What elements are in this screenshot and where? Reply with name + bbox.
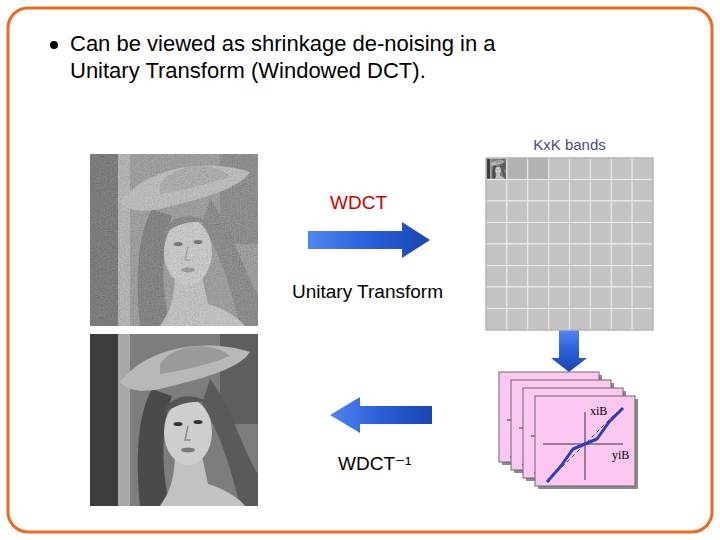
band-cell — [528, 180, 549, 202]
band-cell — [549, 266, 570, 288]
band-cell — [507, 180, 528, 202]
band-cell — [632, 158, 653, 180]
band-cell — [611, 287, 632, 309]
card-stack-art — [499, 372, 639, 488]
band-cell — [590, 158, 611, 180]
slide-border — [8, 8, 712, 532]
band-cell — [528, 266, 549, 288]
slide-title: Can be viewed as shrinkage de-noising in… — [70, 30, 550, 84]
band-cell — [486, 244, 507, 266]
band-cell — [549, 223, 570, 245]
band-cell — [507, 309, 528, 331]
band-cell — [570, 287, 591, 309]
band-thumbnail — [487, 159, 506, 179]
band-cell — [528, 244, 549, 266]
band-cell — [507, 244, 528, 266]
band-cell — [590, 223, 611, 245]
band-cell — [590, 180, 611, 202]
transform-label: WDCT — [330, 192, 387, 214]
grid-heading: KxK bands — [486, 136, 653, 153]
band-cell — [528, 158, 549, 180]
forward-arrow — [308, 222, 430, 258]
band-cell — [549, 201, 570, 223]
band-cell — [549, 158, 570, 180]
band-cell — [507, 158, 528, 180]
band-cell — [590, 309, 611, 331]
band-cell — [486, 180, 507, 202]
band-cell — [590, 266, 611, 288]
band-cell — [549, 309, 570, 331]
band-cell — [570, 309, 591, 331]
band-cell — [486, 201, 507, 223]
band-cell — [632, 201, 653, 223]
band-cell — [632, 223, 653, 245]
band-cell — [486, 287, 507, 309]
band-grid: KxK bands — [486, 158, 653, 330]
band-cell — [486, 309, 507, 331]
band-cell — [632, 287, 653, 309]
band-cell — [507, 223, 528, 245]
shrinkage-card — [535, 396, 638, 489]
band-cell — [549, 180, 570, 202]
band-cell — [549, 287, 570, 309]
band-cell — [611, 266, 632, 288]
band-cell — [570, 244, 591, 266]
band-cell — [528, 287, 549, 309]
band-cell — [570, 223, 591, 245]
band-cell — [507, 287, 528, 309]
noisy-image — [90, 154, 258, 326]
band-cell — [570, 266, 591, 288]
band-cell — [486, 223, 507, 245]
band-cell — [570, 180, 591, 202]
band-cell — [590, 201, 611, 223]
shrinkage-stack: xiB yiB — [499, 372, 639, 488]
block-arrow — [551, 330, 587, 372]
band-cell — [611, 223, 632, 245]
band-cell — [528, 309, 549, 331]
axis-label: xiB — [590, 404, 607, 419]
band-cell — [549, 244, 570, 266]
band-cell — [486, 158, 507, 180]
band-cell — [611, 201, 632, 223]
band-cell — [570, 158, 591, 180]
grid-frame — [486, 158, 653, 330]
inverse-label: WDCT⁻¹ — [338, 452, 411, 475]
band-cell — [611, 309, 632, 331]
band-cell — [632, 244, 653, 266]
band-cell — [611, 158, 632, 180]
axis-label: yiB — [612, 448, 629, 463]
band-cell — [528, 201, 549, 223]
band-cell — [611, 244, 632, 266]
band-cell — [570, 201, 591, 223]
inverse-arrow — [330, 397, 432, 433]
band-cell — [486, 266, 507, 288]
band-cell — [632, 266, 653, 288]
band-cell — [632, 309, 653, 331]
band-cell — [611, 180, 632, 202]
band-cell — [590, 244, 611, 266]
transform-caption: Unitary Transform — [292, 281, 443, 303]
band-cell — [528, 223, 549, 245]
band-cell — [507, 266, 528, 288]
bullet-dot — [50, 41, 58, 49]
clean-image — [90, 334, 258, 506]
band-cell — [507, 201, 528, 223]
band-grid-art — [486, 158, 653, 330]
band-cell — [590, 287, 611, 309]
band-cell — [632, 180, 653, 202]
